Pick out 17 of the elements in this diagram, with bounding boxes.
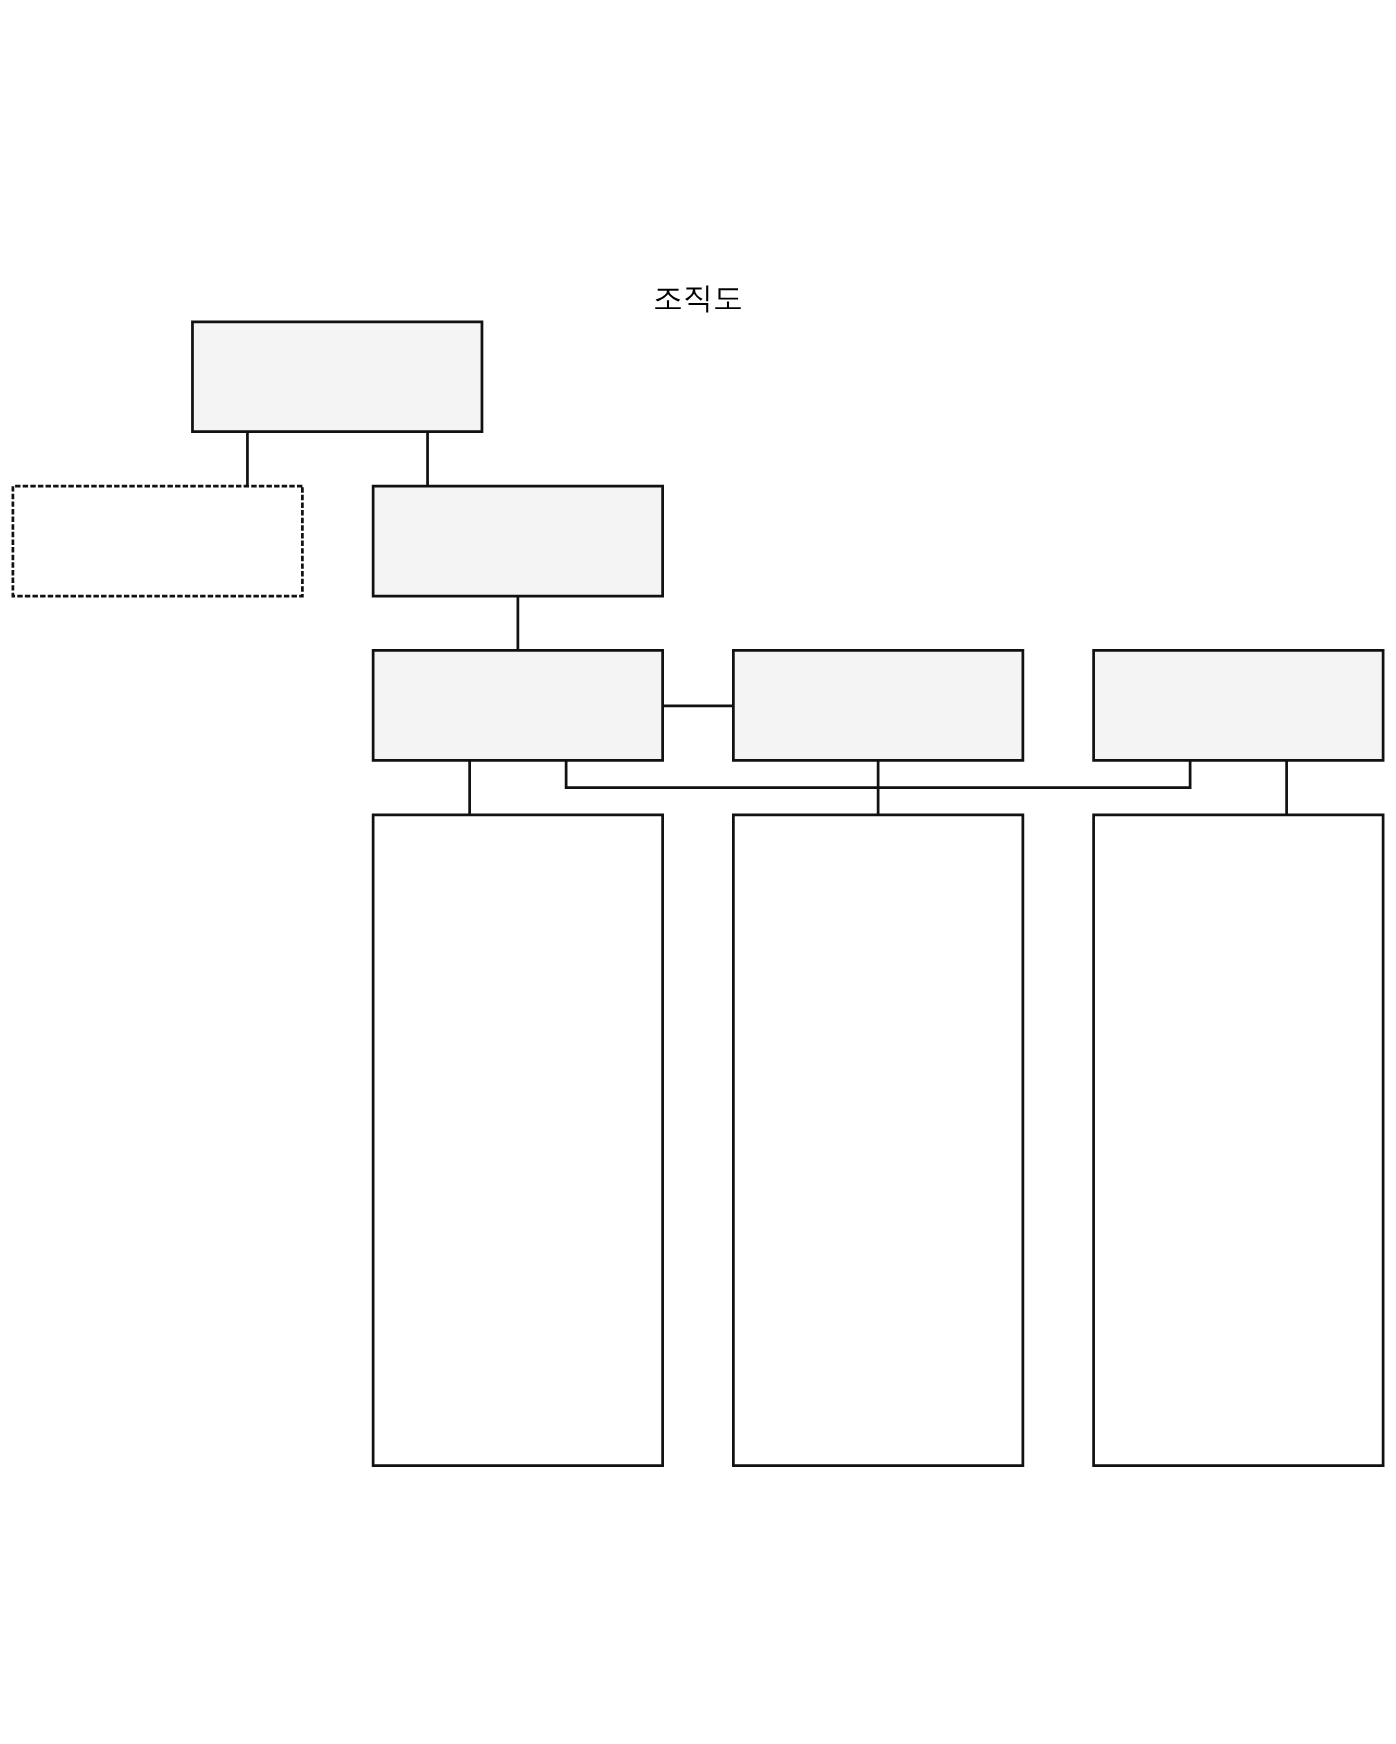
connector <box>468 760 471 815</box>
connector <box>246 431 249 486</box>
node-box <box>11 484 304 597</box>
connector <box>876 760 880 815</box>
diagram-title: 조직도 <box>653 279 743 315</box>
node-box <box>371 812 664 1467</box>
connector <box>1285 760 1288 815</box>
connector <box>516 595 520 650</box>
node-box <box>371 648 664 762</box>
node-box <box>732 812 1025 1467</box>
node-box <box>191 319 484 433</box>
node-box <box>1092 648 1385 762</box>
connector <box>662 704 734 707</box>
connector <box>426 431 429 486</box>
node-box <box>1092 812 1385 1467</box>
node-box <box>371 484 664 597</box>
node-box <box>732 648 1025 762</box>
